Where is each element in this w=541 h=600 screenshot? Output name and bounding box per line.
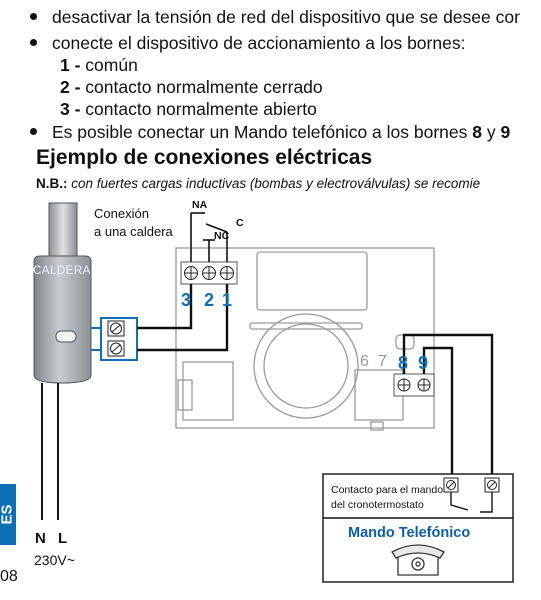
bullet-dot (30, 128, 37, 135)
terminal-desc: común (80, 55, 138, 75)
connection-label-1: Conexión (94, 206, 149, 221)
contact-line-2: del cronotermostato (331, 499, 424, 511)
terminal-8-label: 8 (398, 353, 409, 373)
note-label: N.B.: (36, 176, 68, 191)
terminal-desc: contacto normalmente abierto (80, 99, 317, 119)
bullet-text-3: Es posible conectar un Mando telefónico … (52, 122, 510, 142)
telephone-icon (391, 544, 445, 576)
terminal-number: 3 - (60, 99, 81, 119)
terminal-1: 1 - común (60, 55, 138, 75)
terminal-7-label: 7 (378, 353, 387, 370)
terminal-2-label: 2 (204, 290, 215, 310)
terminal-9-label: 9 (418, 353, 429, 373)
thermostat-housing (175, 247, 435, 431)
neutral-label: N (35, 530, 46, 547)
terminal-desc: contacto normalmente cerrado (80, 77, 323, 97)
language-tab: ES (0, 484, 16, 545)
conjunction: y (482, 122, 501, 142)
contact-description: Contacto para el mando del cronotermosta… (331, 483, 443, 513)
terminal-2: 2 - contacto normalmente cerrado (60, 77, 323, 97)
relay-nc-label: NC (214, 230, 230, 242)
mando-telefonico-title: Mando Telefónico (348, 525, 471, 541)
contact-line-1: Contacto para el mando (331, 484, 444, 496)
terminal-3-label: 3 (181, 290, 192, 310)
line-label: L (58, 530, 68, 547)
relay-contact (190, 212, 228, 262)
terminal-8-ref: 8 (472, 122, 483, 142)
terminal-number: 1 - (60, 55, 81, 75)
note: N.B.: con fuertes cargas inductivas (bom… (36, 176, 480, 191)
boiler-body (33, 255, 92, 384)
bullet-text-2: conecte el dispositivo de accionamiento … (52, 33, 466, 53)
terminal-3: 3 - contacto normalmente abierto (60, 99, 317, 119)
bullet-text-1: desactivar la tensión de red del disposi… (52, 7, 520, 27)
voltage-label: 230V~ (34, 552, 75, 568)
terminal-1-label: 1 (222, 290, 233, 310)
bullet-dot (30, 39, 37, 46)
boiler-indicator (55, 330, 77, 343)
connection-label-2: a una caldera (94, 224, 173, 239)
section-title: Ejemplo de conexiones eléctricas (36, 146, 373, 169)
bullet-dot (30, 13, 37, 20)
bullet-text-3-main: Es posible conectar un Mando telefónico … (52, 122, 468, 142)
language-tab-label: ES (0, 504, 16, 525)
terminal-6-label: 6 (360, 353, 369, 370)
terminal-9-ref: 9 (500, 122, 511, 142)
relay-c-label: C (236, 217, 244, 229)
page-number: 08 (0, 568, 18, 585)
terminal-number: 2 - (60, 77, 81, 97)
note-text: con fuertes cargas inductivas (bombas y … (67, 176, 481, 191)
boiler-pipe (48, 202, 78, 258)
relay-na-label: NA (192, 199, 208, 211)
caldera-label: CALDERA (33, 265, 91, 277)
